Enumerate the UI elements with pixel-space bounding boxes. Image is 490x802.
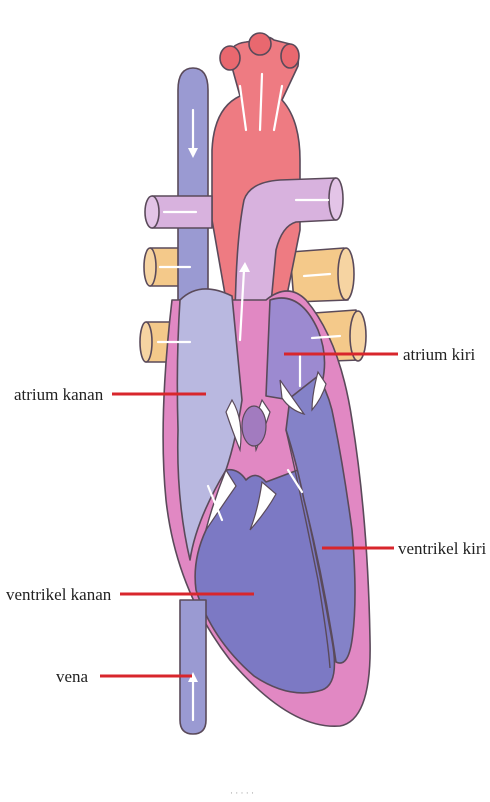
label-atrium-kiri: atrium kiri [403,345,476,364]
label-ventrikel-kiri: ventrikel kiri [398,539,487,558]
label-atrium-kanan: atrium kanan [14,385,104,404]
superior-vena-cava [178,68,208,300]
label-ventrikel-kanan: ventrikel kanan [6,585,112,604]
caption: · · · · · [230,788,254,798]
label-vena: vena [56,667,89,686]
